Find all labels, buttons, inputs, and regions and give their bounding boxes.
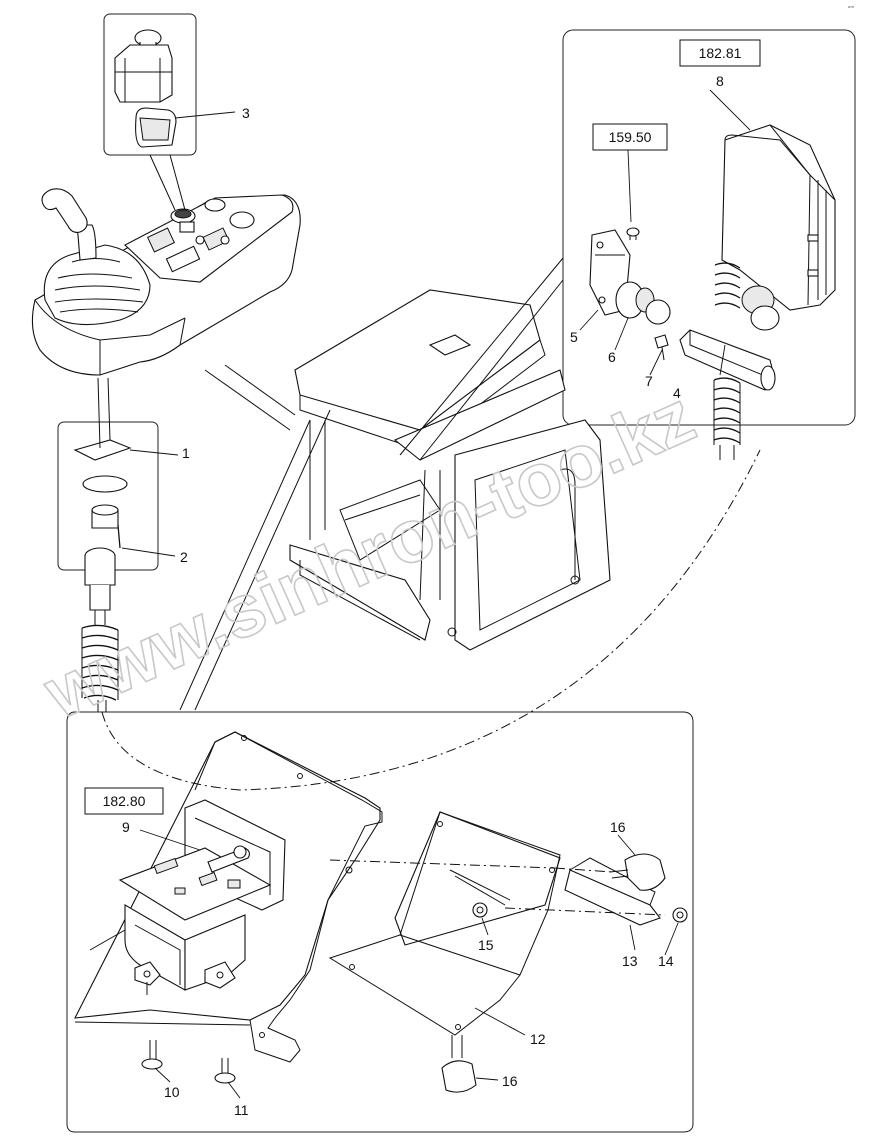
emergency-button-part bbox=[114, 29, 177, 148]
reference-label: 182.81 bbox=[699, 45, 742, 61]
mounting-plate-assembly bbox=[74, 731, 688, 1093]
callout-12: 12 bbox=[530, 1031, 546, 1047]
callout-8: 8 bbox=[716, 73, 724, 89]
connector-parts bbox=[73, 377, 132, 712]
callout-13: 13 bbox=[622, 953, 638, 969]
reference-label: 182.80 bbox=[103, 793, 146, 809]
assembly-line-lower bbox=[504, 907, 666, 916]
callout-10: 10 bbox=[164, 1084, 180, 1100]
callout-1: 1 bbox=[182, 445, 190, 461]
callout-14: 14 bbox=[658, 953, 674, 969]
callout-5: 5 bbox=[570, 329, 578, 345]
assembly-line-upper bbox=[329, 859, 556, 869]
callout-4: 4 bbox=[673, 385, 681, 401]
callout-6: 6 bbox=[608, 349, 616, 365]
reference-box-159-50[interactable]: 159.50 bbox=[592, 123, 668, 151]
display-mount-parts bbox=[589, 124, 836, 460]
callout-9: 9 bbox=[122, 819, 130, 835]
callout-3: 3 bbox=[242, 105, 250, 121]
control-console bbox=[31, 154, 301, 376]
callout-15: 15 bbox=[478, 937, 494, 953]
detail-panel-electronics bbox=[66, 711, 694, 1133]
callout-16-foot: 16 bbox=[502, 1073, 518, 1089]
cable-route-line bbox=[101, 449, 761, 791]
reference-label: 159.50 bbox=[609, 129, 652, 145]
callout-7: 7 bbox=[645, 373, 653, 389]
reference-box-182-80[interactable]: 182.80 bbox=[84, 787, 164, 815]
callout-16-knob: 16 bbox=[610, 819, 626, 835]
callout-11: 11 bbox=[234, 1102, 249, 1118]
callout-2: 2 bbox=[180, 549, 188, 565]
reference-box-182-81[interactable]: 182.81 bbox=[679, 39, 761, 67]
assembly-line-knob bbox=[554, 867, 613, 873]
corner-mark: ᵒᵐ bbox=[848, 5, 854, 12]
